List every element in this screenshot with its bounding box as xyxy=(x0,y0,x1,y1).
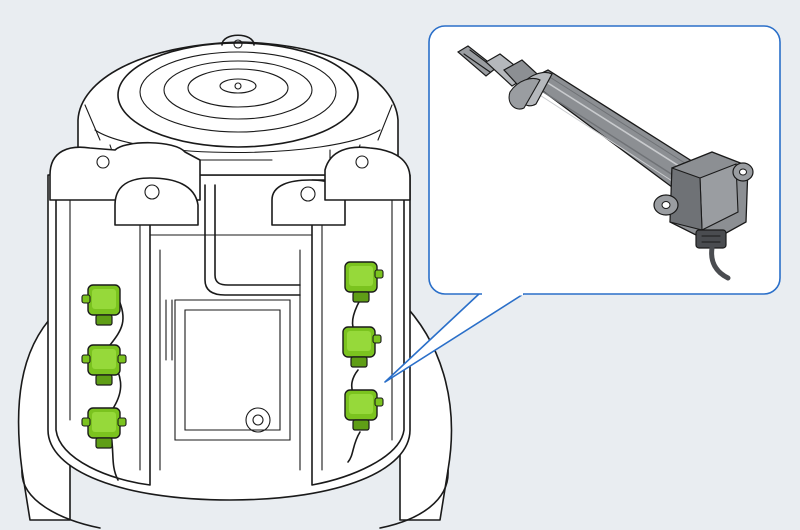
ignition-coil-icon xyxy=(81,344,127,386)
callout-pointer xyxy=(384,292,526,383)
ignition-coil-icon xyxy=(342,326,382,368)
flywheel-housing xyxy=(77,34,399,176)
left-bank-coils xyxy=(81,284,127,481)
ignition-coil-icon xyxy=(81,407,127,449)
connector-icon xyxy=(695,229,731,281)
ignition-coil-detail xyxy=(456,45,754,281)
ignition-coil-icon xyxy=(344,261,384,303)
cylinder-caps xyxy=(49,141,411,226)
ignition-coil-icon xyxy=(81,284,121,326)
right-bank-coils xyxy=(342,261,384,463)
ignition-coil-icon xyxy=(344,389,384,431)
